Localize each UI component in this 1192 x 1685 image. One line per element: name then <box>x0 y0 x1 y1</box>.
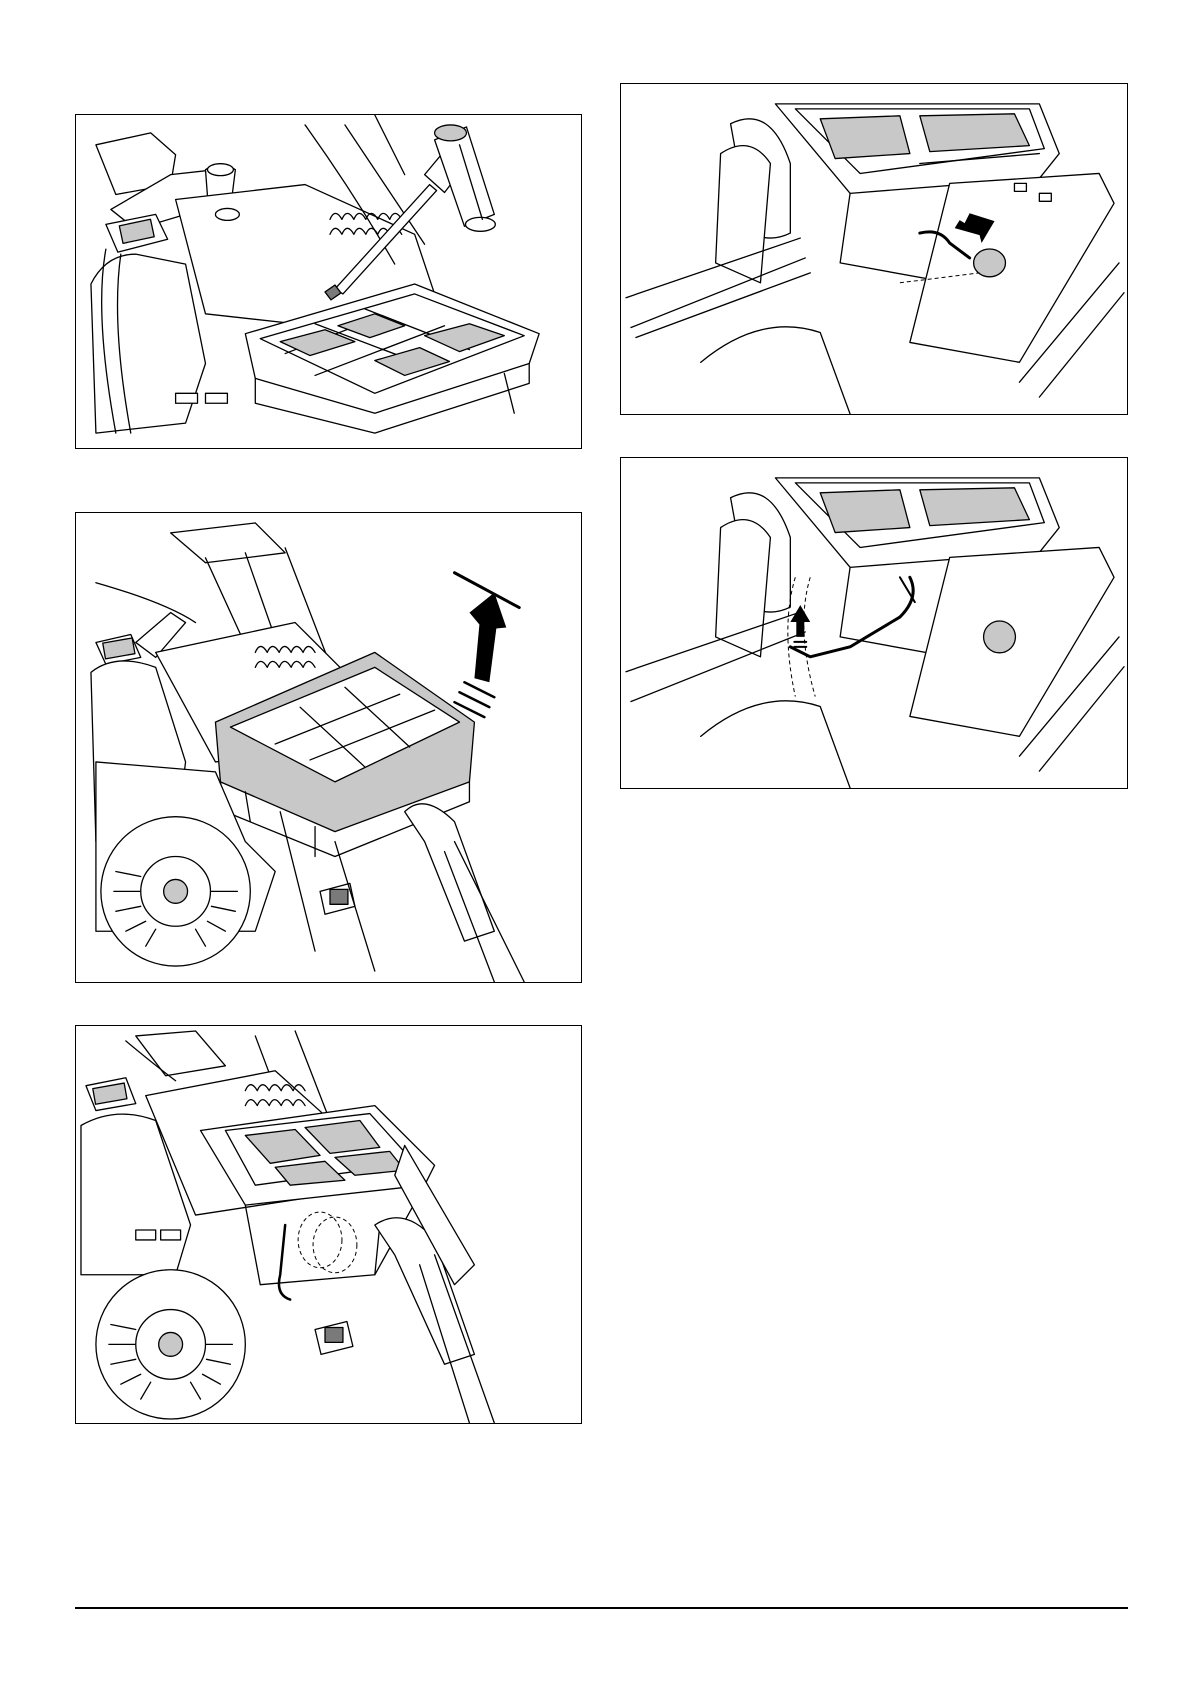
illustration-wrench <box>76 115 581 448</box>
illustration-lift-housing <box>76 513 581 982</box>
footer-rule <box>75 1607 1128 1609</box>
illustration-pull-cable <box>621 458 1127 788</box>
flywheel <box>96 1270 245 1419</box>
throttle-cable <box>790 577 915 657</box>
figure-filter-housing-raised <box>75 1025 582 1424</box>
illustration-housing-raised <box>76 1026 581 1423</box>
figure-wrench-filter-cover <box>75 114 582 449</box>
figure-lift-filter-housing <box>75 512 582 983</box>
figure-disconnect-hose <box>620 83 1128 415</box>
figure-pull-cable <box>620 457 1128 789</box>
up-arrow-icon <box>455 573 520 717</box>
illustration-disconnect-hose <box>621 84 1127 414</box>
up-arrow-icon <box>790 605 810 647</box>
flywheel <box>101 817 250 966</box>
